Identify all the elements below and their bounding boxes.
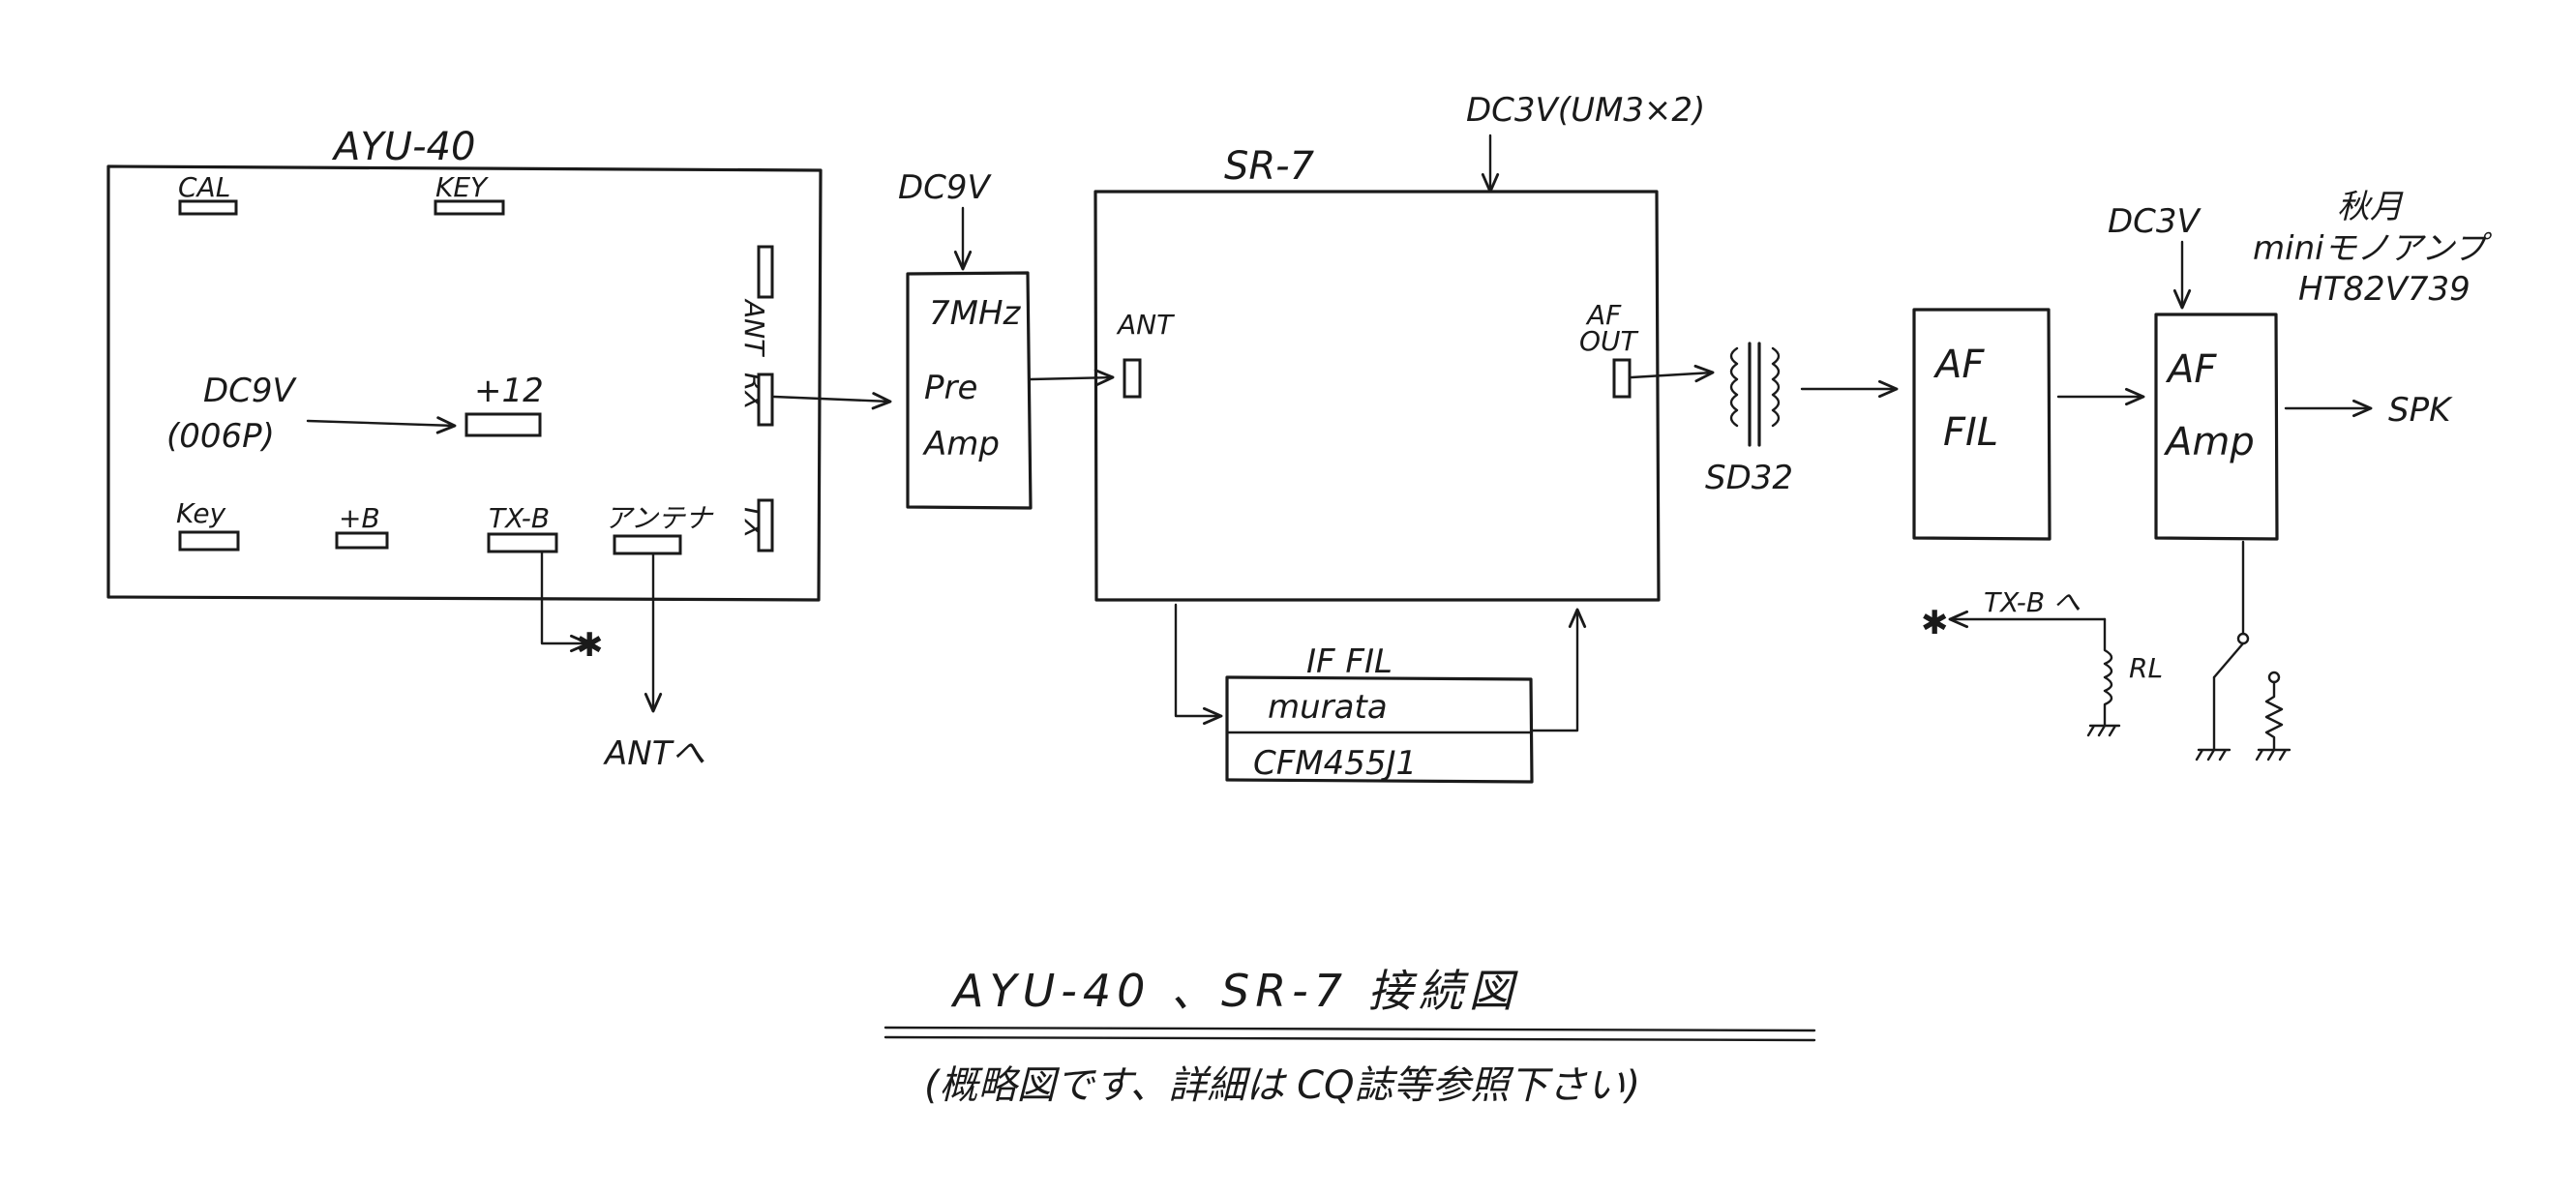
- transformer-secondary: [1771, 346, 1781, 428]
- preamp-block: DC9V 7MHz Pre Amp: [898, 168, 1033, 510]
- ayu40-star: ✱: [576, 626, 604, 665]
- af-amp-line2: Amp: [2163, 420, 2255, 464]
- ayu40-dc9v: DC9V: [203, 372, 298, 410]
- preamp-line2: Pre: [924, 369, 977, 407]
- relay-contact: [2236, 632, 2250, 645]
- if-filter-label: IF FIL: [1306, 642, 1393, 681]
- caption-underline-1: [884, 1026, 1816, 1032]
- ant-to-label: ANTへ: [603, 734, 704, 773]
- preamp-to-sr7-wire: [1029, 369, 1115, 387]
- plus-b-connector: [335, 531, 389, 550]
- tx-b-wire: [540, 550, 590, 653]
- ayu40-title: AYU-40: [331, 125, 475, 169]
- af-filter-line2: FIL: [1943, 410, 1998, 455]
- relay-nc-contact: [2267, 671, 2281, 684]
- transformer-sd32: SD32: [1705, 342, 1793, 497]
- ayu40-dc9v-note: (006P): [166, 417, 275, 456]
- ground-symbol-3: [2086, 724, 2121, 737]
- antenna-connector: [613, 534, 682, 555]
- af-amp-block: DC3V 秋月 miniモノアンプ HT82V739 AF Amp SPK ✱ …: [1921, 188, 2493, 761]
- sr7-block: SR-7 DC3V(UM3×2) ANT AF OUT: [1093, 91, 1705, 602]
- sr7-af-out-2: OUT: [1579, 325, 1639, 357]
- sr7-ant-label: ANT: [1116, 309, 1175, 341]
- ground-symbol-1: [2195, 748, 2232, 761]
- cal-connector: [178, 199, 238, 216]
- af-amp-out-label: SPK: [2388, 391, 2453, 430]
- plus-b-label: +B: [339, 502, 380, 534]
- sr7-af-out-1: AF: [1585, 299, 1622, 331]
- sr7-title: SR-7: [1224, 144, 1315, 189]
- af-amp-line1: AF: [2165, 347, 2217, 392]
- load-resistor: [2264, 680, 2284, 752]
- if-filter-box: [1225, 675, 1534, 784]
- af-filter-block: AF FIL: [1912, 308, 2052, 541]
- af-amp-relay: RL: [2129, 652, 2163, 684]
- af-amp-note2: miniモノアンプ: [2253, 229, 2493, 268]
- dc9v-arrow: [306, 416, 457, 434]
- preamp-line3: Amp: [922, 425, 1000, 463]
- sr7-af-out-port: [1612, 358, 1632, 399]
- sr7-ant-port: [1123, 358, 1142, 399]
- key-top-connector: [434, 199, 505, 216]
- if-filter-out-wire: [1530, 608, 1587, 732]
- cal-label: CAL: [178, 171, 230, 203]
- caption-title: AYU-40 、SR-7 接続図: [950, 965, 1519, 1017]
- key-bottom-label: Key: [176, 497, 226, 529]
- af-amp-star: ✱: [1921, 604, 1949, 642]
- if-filter-part: CFM455J1: [1253, 744, 1417, 783]
- tx-b-label: TX-B: [489, 502, 550, 534]
- plus12-connector: [464, 412, 542, 437]
- key-bottom-connector: [178, 530, 240, 552]
- af-out-wire: [1630, 364, 1715, 383]
- af-filter-line1: AF: [1932, 343, 1985, 387]
- af-amp-box: [2154, 313, 2279, 541]
- relay-coil: [2103, 617, 2113, 728]
- sr7-box: [1093, 190, 1661, 602]
- preamp-power-label: DC9V: [898, 168, 993, 207]
- caption: AYU-40 、SR-7 接続図 (概略図です、詳細は CQ誌等参照下さい): [884, 965, 1816, 1108]
- if-filter-block: IF FIL murata CFM455J1: [1174, 603, 1587, 784]
- ayu40-box: [106, 164, 823, 602]
- af-amp-note1: 秋月: [2337, 188, 2404, 226]
- key-top-label: KEY: [435, 171, 489, 203]
- preamp-box: [906, 271, 1033, 510]
- af-amp-power-label: DC3V: [2108, 202, 2202, 241]
- ayu40-block: AYU-40 CAL KEY ANT RX TX DC9V (006P) +12…: [106, 125, 823, 773]
- ant-port-label: ANT: [738, 298, 770, 357]
- rx-to-preamp-wire: [772, 392, 892, 410]
- antenna-label: アンテナ: [605, 502, 714, 534]
- plus12-label: +12: [474, 372, 544, 410]
- relay-arm: [2212, 642, 2245, 679]
- if-filter-in-wire: [1174, 603, 1223, 726]
- ant-port: [757, 245, 774, 299]
- transformer-label: SD32: [1705, 459, 1793, 497]
- caption-underline-2: [884, 1035, 1816, 1042]
- caption-subtitle: (概略図です、詳細は CQ誌等参照下さい): [924, 1063, 1640, 1108]
- af-amp-note3: HT82V739: [2298, 270, 2471, 309]
- rx-port: [757, 373, 774, 427]
- preamp-line1: 7MHz: [929, 294, 1022, 333]
- if-filter-maker: murata: [1268, 688, 1388, 727]
- tx-b-connector: [487, 532, 558, 553]
- af-amp-tx-b: TX-B へ: [1984, 586, 2081, 618]
- sr7-power-label: DC3V(UM3×2): [1466, 91, 1705, 130]
- transformer-primary: [1729, 346, 1739, 428]
- ground-symbol-2: [2255, 748, 2291, 761]
- af-filter-box: [1912, 308, 2052, 541]
- tx-port: [757, 498, 774, 552]
